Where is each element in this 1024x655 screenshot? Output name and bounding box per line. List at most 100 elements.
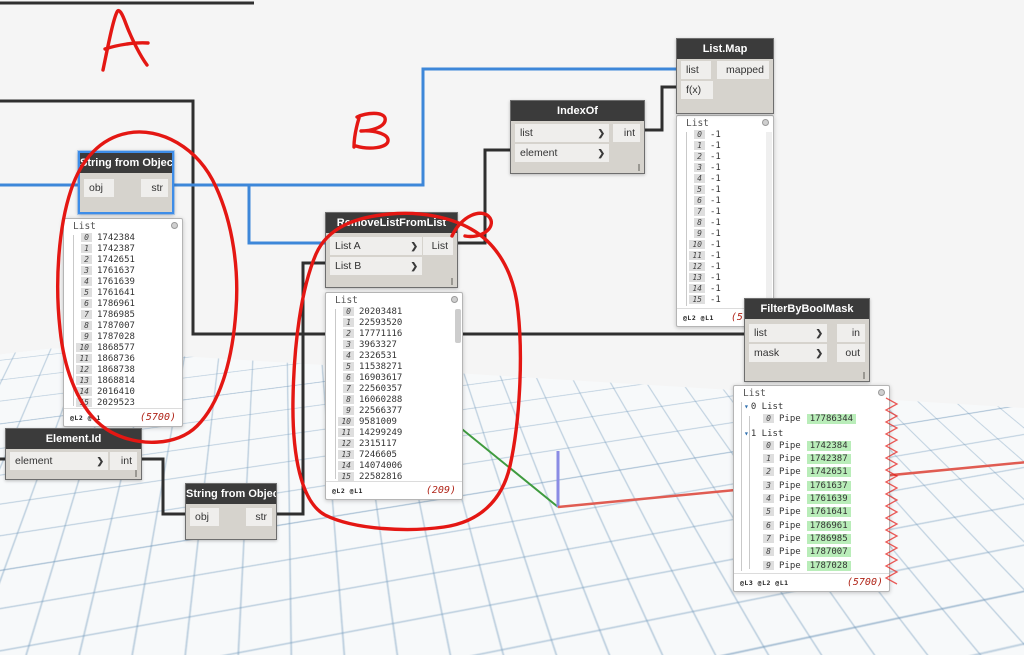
port-out-output[interactable]: out bbox=[837, 344, 865, 362]
port-int-output[interactable]: int bbox=[613, 124, 640, 142]
default-value-chevron-icon[interactable]: ❯ bbox=[96, 456, 104, 466]
default-value-chevron-icon[interactable]: ❯ bbox=[597, 128, 605, 138]
node-indexof[interactable]: IndexOf list ❯ element ❯ int bbox=[510, 100, 645, 174]
list-item: 9-1 bbox=[681, 229, 773, 240]
node-listmap[interactable]: List.Map list f(x) mapped bbox=[676, 38, 774, 114]
port-mask-input[interactable]: mask ❯ bbox=[749, 344, 827, 362]
node-collapse-mark-icon bbox=[135, 470, 137, 477]
lacing-levels[interactable]: @L2 @L1 bbox=[70, 413, 101, 422]
item-count: (5700) bbox=[139, 412, 176, 423]
node-title: IndexOf bbox=[511, 101, 644, 121]
default-value-chevron-icon[interactable]: ❯ bbox=[815, 348, 823, 358]
node-filterbyboolmask[interactable]: FilterByBoolMask list ❯ mask ❯ in out bbox=[744, 298, 870, 382]
node-title: FilterByBoolMask bbox=[745, 299, 869, 319]
lacing-levels[interactable]: @L2 @L1 bbox=[332, 486, 363, 495]
port-fx-input[interactable]: f(x) bbox=[681, 81, 713, 99]
node-title: String from Object bbox=[80, 153, 172, 173]
port-obj-input[interactable]: obj bbox=[84, 179, 114, 197]
list-item: 13-1 bbox=[681, 273, 773, 284]
item-count: (209) bbox=[425, 485, 456, 496]
list-item: ▾1 List bbox=[744, 428, 784, 439]
group-expand-arrow-icon[interactable]: ▾ bbox=[744, 428, 749, 438]
port-str-output[interactable]: str bbox=[141, 179, 168, 197]
list-item: 8-1 bbox=[681, 218, 773, 229]
node-string-from-object-a[interactable]: String from Object obj str bbox=[78, 151, 174, 214]
port-in-output[interactable]: in bbox=[837, 324, 865, 342]
preview-footer: @L2 @L1 (5700) bbox=[64, 408, 182, 426]
node-string-from-object-b[interactable]: String from Object obj str bbox=[185, 483, 277, 540]
list-item: 7-1 bbox=[681, 207, 773, 218]
lacing-levels[interactable]: @L3 @L2 @L1 bbox=[740, 578, 789, 587]
list-item: 6-1 bbox=[681, 196, 773, 207]
port-obj-input[interactable]: obj bbox=[190, 508, 219, 526]
port-mapped-output[interactable]: mapped bbox=[717, 61, 769, 79]
list-item: 5-1 bbox=[681, 185, 773, 196]
default-value-chevron-icon[interactable]: ❯ bbox=[410, 261, 418, 271]
node-elementid[interactable]: Element.Id element ❯ int bbox=[5, 428, 142, 480]
scrollbar-track[interactable] bbox=[766, 132, 772, 306]
node-collapse-mark-icon bbox=[638, 164, 640, 171]
port-lista-input[interactable]: List A ❯ bbox=[330, 237, 422, 255]
list-item: 10-1 bbox=[681, 240, 773, 251]
port-list-input[interactable]: list ❯ bbox=[515, 124, 609, 142]
scrollbar-thumb[interactable] bbox=[455, 309, 461, 343]
port-list-output[interactable]: List bbox=[423, 237, 453, 255]
list-item: 11-1 bbox=[681, 251, 773, 262]
port-listb-input[interactable]: List B ❯ bbox=[330, 257, 422, 275]
port-element-input[interactable]: element ❯ bbox=[515, 144, 609, 162]
port-list-input[interactable]: list ❯ bbox=[749, 324, 827, 342]
list-item: 4-1 bbox=[681, 174, 773, 185]
pin-icon[interactable] bbox=[171, 222, 178, 229]
default-value-chevron-icon[interactable]: ❯ bbox=[597, 148, 605, 158]
list-item: 2-1 bbox=[681, 152, 773, 163]
preview-footer: @L3 @L2 @L1 (5700) bbox=[734, 573, 889, 591]
node-removelistfromlist[interactable]: RemoveListFromList List A ❯ List B ❯ Lis… bbox=[325, 212, 458, 288]
wire-sfo-a-to-lista bbox=[166, 183, 327, 245]
port-list-input[interactable]: list bbox=[681, 61, 711, 79]
default-value-chevron-icon[interactable]: ❯ bbox=[410, 241, 418, 251]
pin-icon[interactable] bbox=[451, 296, 458, 303]
port-str-output[interactable]: str bbox=[246, 508, 272, 526]
port-element-input[interactable]: element ❯ bbox=[10, 452, 108, 470]
item-count: (5700) bbox=[846, 577, 883, 588]
port-int-output[interactable]: int bbox=[110, 452, 137, 470]
default-value-chevron-icon[interactable]: ❯ bbox=[815, 328, 823, 338]
node-title: RemoveListFromList bbox=[326, 213, 457, 233]
pin-icon[interactable] bbox=[762, 119, 769, 126]
list-header: List bbox=[335, 295, 358, 306]
lacing-levels[interactable]: @L2 @L1 bbox=[683, 313, 714, 322]
node-collapse-mark-icon bbox=[863, 372, 865, 379]
group-expand-arrow-icon[interactable]: ▾ bbox=[744, 402, 749, 411]
list-item: 14-1 bbox=[681, 284, 773, 295]
pin-icon[interactable] bbox=[878, 389, 885, 396]
